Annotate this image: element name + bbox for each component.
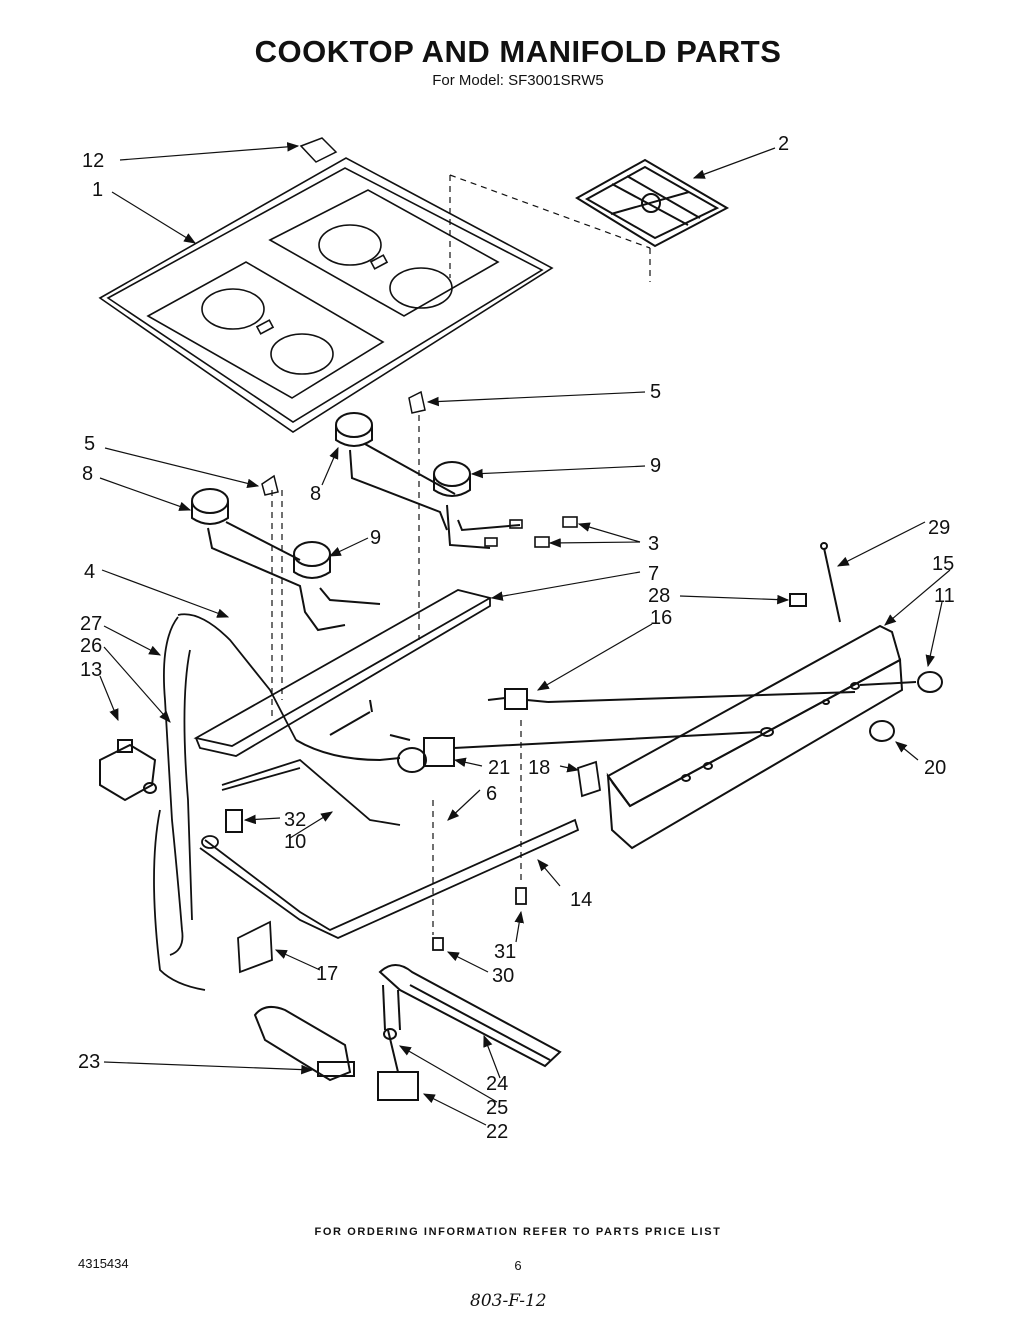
- cooktop-drawing: [98, 157, 554, 433]
- orifice-parts: [484, 516, 578, 548]
- callout-24: 24: [486, 1073, 508, 1095]
- callout-21: 21: [488, 757, 510, 779]
- rear-burner-assembly: [335, 412, 521, 549]
- callout-1: 1: [92, 179, 103, 201]
- callout-14: 14: [570, 889, 592, 911]
- callout-23: 23: [78, 1051, 100, 1073]
- callout-28: 28: [648, 585, 670, 607]
- model-subtitle: For Model: SF3001SRW5: [432, 72, 604, 89]
- callout-27: 27: [80, 613, 102, 635]
- callout-10: 10: [284, 831, 306, 853]
- callout-32: 32: [284, 809, 306, 831]
- callout-6: 6: [486, 783, 497, 805]
- small-brackets: [237, 760, 601, 974]
- page-number: 6: [514, 1258, 522, 1273]
- callout-22: 22: [486, 1121, 508, 1143]
- rod-and-screw: [789, 542, 841, 623]
- screws: [432, 887, 527, 951]
- callout-3: 3: [648, 533, 659, 555]
- callout-15: 15: [932, 553, 954, 575]
- callout-30: 30: [492, 965, 514, 987]
- callout-31: 31: [494, 941, 516, 963]
- bracket-parts: [261, 390, 426, 496]
- callout-5-rear: 5: [650, 381, 661, 403]
- callout-12: 12: [82, 150, 104, 172]
- gas-lines: [153, 613, 401, 991]
- document-number: 4315434: [78, 1256, 129, 1271]
- manifold-bracket: [193, 589, 493, 757]
- safety-valve: [99, 739, 157, 802]
- callout-9-rear: 9: [650, 455, 661, 477]
- valve-part: [487, 688, 856, 710]
- oven-burner: [378, 964, 562, 1068]
- callout-16: 16: [650, 607, 672, 629]
- igniter-assembly: [253, 1005, 419, 1101]
- spacer-part: [225, 809, 243, 833]
- callout-11: 11: [934, 585, 955, 607]
- callout-2: 2: [778, 133, 789, 155]
- callout-26: 26: [80, 635, 102, 657]
- callout-20: 20: [924, 757, 946, 779]
- callout-labels: 12 1 2 5 5 8 8 9 9 3 4 7 29 15 28 11 16 …: [78, 133, 955, 1143]
- callout-17: 17: [316, 963, 338, 985]
- callout-13: 13: [80, 659, 102, 681]
- ordering-note: FOR ORDERING INFORMATION REFER TO PARTS …: [314, 1226, 722, 1238]
- regulator-cluster: [295, 699, 761, 773]
- handwritten-note: 803-F-12: [470, 1291, 547, 1311]
- callout-25: 25: [486, 1097, 508, 1119]
- page-title: COOKTOP AND MANIFOLD PARTS: [254, 34, 782, 69]
- knob-parts: [859, 671, 943, 742]
- support-bar: [199, 818, 580, 939]
- leader-arrows: [99, 142, 951, 1126]
- callout-8-front: 8: [82, 463, 93, 485]
- callout-9-front: 9: [370, 527, 381, 549]
- callout-18: 18: [528, 757, 550, 779]
- callout-7: 7: [648, 563, 659, 585]
- clip-part: [299, 137, 338, 163]
- callout-29: 29: [928, 517, 950, 539]
- burner-grate: [575, 158, 730, 248]
- front-burner-assembly: [191, 488, 381, 632]
- callout-5-front: 5: [84, 433, 95, 455]
- callout-8-rear: 8: [310, 483, 321, 505]
- callout-4: 4: [84, 561, 95, 583]
- control-panel: [606, 624, 904, 850]
- alignment-lines: [271, 174, 651, 935]
